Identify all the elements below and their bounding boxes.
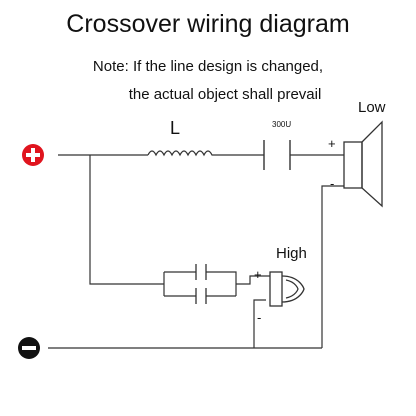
woofer-plus-label: +	[328, 136, 336, 151]
tweeter-speaker-icon	[269, 271, 305, 307]
tweeter-minus-label: -	[257, 310, 261, 325]
diagram-title: Crossover wiring diagram	[66, 10, 350, 38]
tweeter-plus-label: +	[254, 267, 262, 282]
plus-circle-icon	[22, 144, 44, 166]
tweeter-capacitors	[195, 264, 207, 304]
inductor-label: L	[170, 118, 180, 138]
capacitor-label: 300U	[272, 120, 291, 129]
note-line-1: Note: If the line design is changed,	[92, 58, 324, 75]
woofer-speaker-icon	[343, 120, 383, 208]
tweeter-label: High	[276, 245, 307, 262]
wires	[48, 154, 344, 349]
wire-branch-vertical	[89, 155, 164, 285]
woofer-label: Low	[358, 99, 386, 116]
minus-circle-icon	[18, 337, 40, 359]
woofer-minus-label: -	[330, 176, 334, 191]
wire-cap-bank	[163, 271, 270, 297]
wire-woofer-minus	[321, 185, 344, 348]
note-line-2: the actual object shall prevail	[128, 86, 322, 103]
wire-tweeter-minus	[253, 299, 266, 348]
woofer-capacitor	[263, 140, 291, 170]
inductor-coil	[147, 150, 216, 157]
